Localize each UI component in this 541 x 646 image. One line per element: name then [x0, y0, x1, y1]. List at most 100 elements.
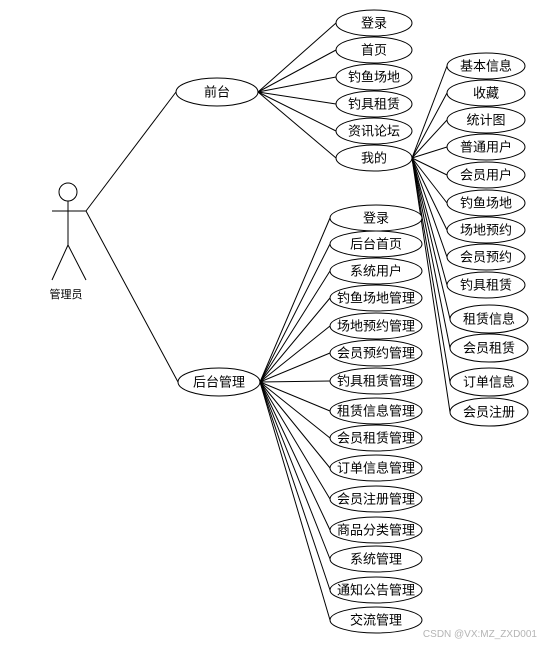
- actor-label: 管理员: [50, 287, 83, 301]
- use-case-label: 订单信息管理: [337, 461, 415, 477]
- edge-frontend-to-fe-mine: [257, 91, 337, 159]
- use-case-be-member-booking-mgmt: 会员预约管理: [329, 339, 423, 367]
- use-case-label: 首页: [361, 44, 387, 59]
- use-case-ellipse: [446, 189, 526, 217]
- use-case-ellipse: [329, 230, 423, 258]
- use-case-label: 会员租赁管理: [337, 432, 415, 447]
- use-case-ellipse: [446, 243, 526, 271]
- use-case-ellipse: [329, 606, 423, 634]
- use-case-ellipse: [446, 106, 526, 134]
- use-case-label: 商品分类管理: [337, 524, 415, 539]
- use-case-mine-order-info: 订单信息: [449, 367, 529, 397]
- use-case-label: 会员注册: [463, 406, 515, 421]
- association-lines: [85, 22, 451, 621]
- use-case-label: 场地预约: [460, 224, 512, 239]
- edge-actor-to-backend: [85, 210, 179, 383]
- edge-fe-mine-to-mine-basic-info: [411, 65, 448, 159]
- edge-frontend-to-fe-home: [257, 49, 337, 93]
- use-case-be-exchange-mgmt: 交流管理: [329, 606, 423, 634]
- use-case-label: 租赁信息管理: [337, 404, 415, 420]
- use-case-label: 会员预约管理: [337, 347, 415, 362]
- use-case-label: 登录: [363, 212, 389, 227]
- edge-frontend-to-fe-fishing-spot: [257, 76, 337, 93]
- use-case-be-order-info-mgmt: 订单信息管理: [329, 454, 423, 482]
- edge-backend-to-be-notice-mgmt: [259, 381, 331, 591]
- use-case-label: 通知公告管理: [337, 583, 415, 599]
- use-case-ellipse: [329, 397, 423, 425]
- use-case-label: 钓鱼场地: [348, 70, 400, 86]
- use-case-be-notice-mgmt: 通知公告管理: [329, 576, 423, 604]
- use-case-ellipse: [329, 284, 423, 312]
- actor-head: [58, 182, 78, 202]
- use-case-label: 会员预约: [460, 251, 512, 266]
- use-case-ellipse: [335, 117, 413, 145]
- use-case-be-member-register-mgmt: 会员注册管理: [329, 485, 423, 513]
- use-case-label: 钓具租赁: [460, 279, 512, 294]
- use-case-mine-fishing-spot: 钓鱼场地: [446, 189, 526, 217]
- actor-right-leg: [67, 244, 87, 281]
- use-case-mine-rental-info: 租赁信息: [449, 304, 529, 334]
- use-case-ellipse: [446, 79, 526, 107]
- use-case-fe-fishing-spot: 钓鱼场地: [335, 63, 413, 91]
- use-case-ellipse: [329, 339, 423, 367]
- use-case-ellipse: [335, 63, 413, 91]
- use-case-mine-member-user: 会员用户: [446, 161, 526, 189]
- use-case-be-login: 登录: [329, 204, 423, 232]
- edge-fe-mine-to-mine-order-info: [411, 157, 451, 383]
- use-case-nodes: 前台登录首页钓鱼场地钓具租赁资讯论坛我的基本信息收藏统计图普通用户会员用户钓鱼场…: [175, 9, 529, 634]
- use-case-label: 会员注册管理: [337, 493, 415, 508]
- use-case-fe-gear-rental: 钓具租赁: [335, 90, 413, 118]
- use-case-label: 收藏: [473, 87, 499, 102]
- use-case-ellipse: [449, 397, 529, 427]
- use-case-mine-member-booking: 会员预约: [446, 243, 526, 271]
- use-case-ellipse: [446, 216, 526, 244]
- use-case-label: 订单信息: [463, 375, 515, 391]
- use-case-be-gear-rental-mgmt: 钓具租赁管理: [329, 367, 423, 395]
- use-case-be-rental-info-mgmt: 租赁信息管理: [329, 397, 423, 425]
- use-case-ellipse: [335, 36, 413, 64]
- use-case-ellipse: [335, 144, 413, 172]
- use-case-be-fishing-spot-mgmt: 钓鱼场地管理: [329, 284, 423, 312]
- use-case-label: 系统用户: [350, 264, 402, 280]
- use-case-label: 统计图: [466, 114, 505, 129]
- edge-backend-to-be-fishing-spot-mgmt: [259, 297, 331, 383]
- use-case-ellipse: [446, 52, 526, 80]
- edge-fe-mine-to-mine-fishing-spot: [411, 157, 448, 204]
- use-case-ellipse: [329, 576, 423, 604]
- use-case-ellipse: [177, 367, 261, 397]
- use-case-label: 钓具租赁管理: [337, 375, 415, 390]
- edge-fe-mine-to-mine-stats-chart: [411, 119, 448, 159]
- use-case-ellipse: [329, 312, 423, 340]
- use-case-ellipse: [329, 545, 423, 573]
- use-case-ellipse: [449, 333, 529, 363]
- edge-backend-to-be-home: [259, 243, 331, 383]
- use-case-ellipse: [329, 424, 423, 452]
- use-case-label: 我的: [361, 151, 387, 167]
- edge-fe-mine-to-mine-venue-booking: [411, 157, 448, 231]
- use-case-ellipse: [329, 516, 423, 544]
- use-case-ellipse: [175, 77, 259, 107]
- edge-backend-to-be-member-rental-mgmt: [259, 381, 331, 439]
- edge-frontend-to-fe-login: [257, 22, 337, 93]
- use-case-mine-member-register: 会员注册: [449, 397, 529, 427]
- edge-fe-mine-to-mine-member-booking: [411, 157, 448, 258]
- edge-fe-mine-to-mine-member-rental: [411, 157, 451, 349]
- use-case-label: 租赁信息: [463, 312, 515, 328]
- edge-backend-to-be-login: [259, 217, 331, 383]
- use-case-mine-venue-booking: 场地预约: [446, 216, 526, 244]
- use-case-label: 系统管理: [350, 553, 402, 568]
- use-case-label: 会员租赁: [463, 342, 515, 357]
- use-case-label: 资讯论坛: [348, 125, 400, 140]
- use-case-be-member-rental-mgmt: 会员租赁管理: [329, 424, 423, 452]
- use-case-mine-stats-chart: 统计图: [446, 106, 526, 134]
- edge-backend-to-be-system-user: [259, 270, 331, 383]
- use-case-mine-basic-info: 基本信息: [446, 52, 526, 80]
- use-case-ellipse: [329, 454, 423, 482]
- edge-backend-to-be-venue-booking-mgmt: [259, 325, 331, 383]
- use-case-mine-normal-user: 普通用户: [446, 133, 526, 161]
- use-case-ellipse: [335, 9, 413, 37]
- use-case-ellipse: [335, 90, 413, 118]
- edge-actor-to-frontend: [85, 91, 177, 212]
- edge-fe-mine-to-mine-gear-rental: [411, 157, 448, 286]
